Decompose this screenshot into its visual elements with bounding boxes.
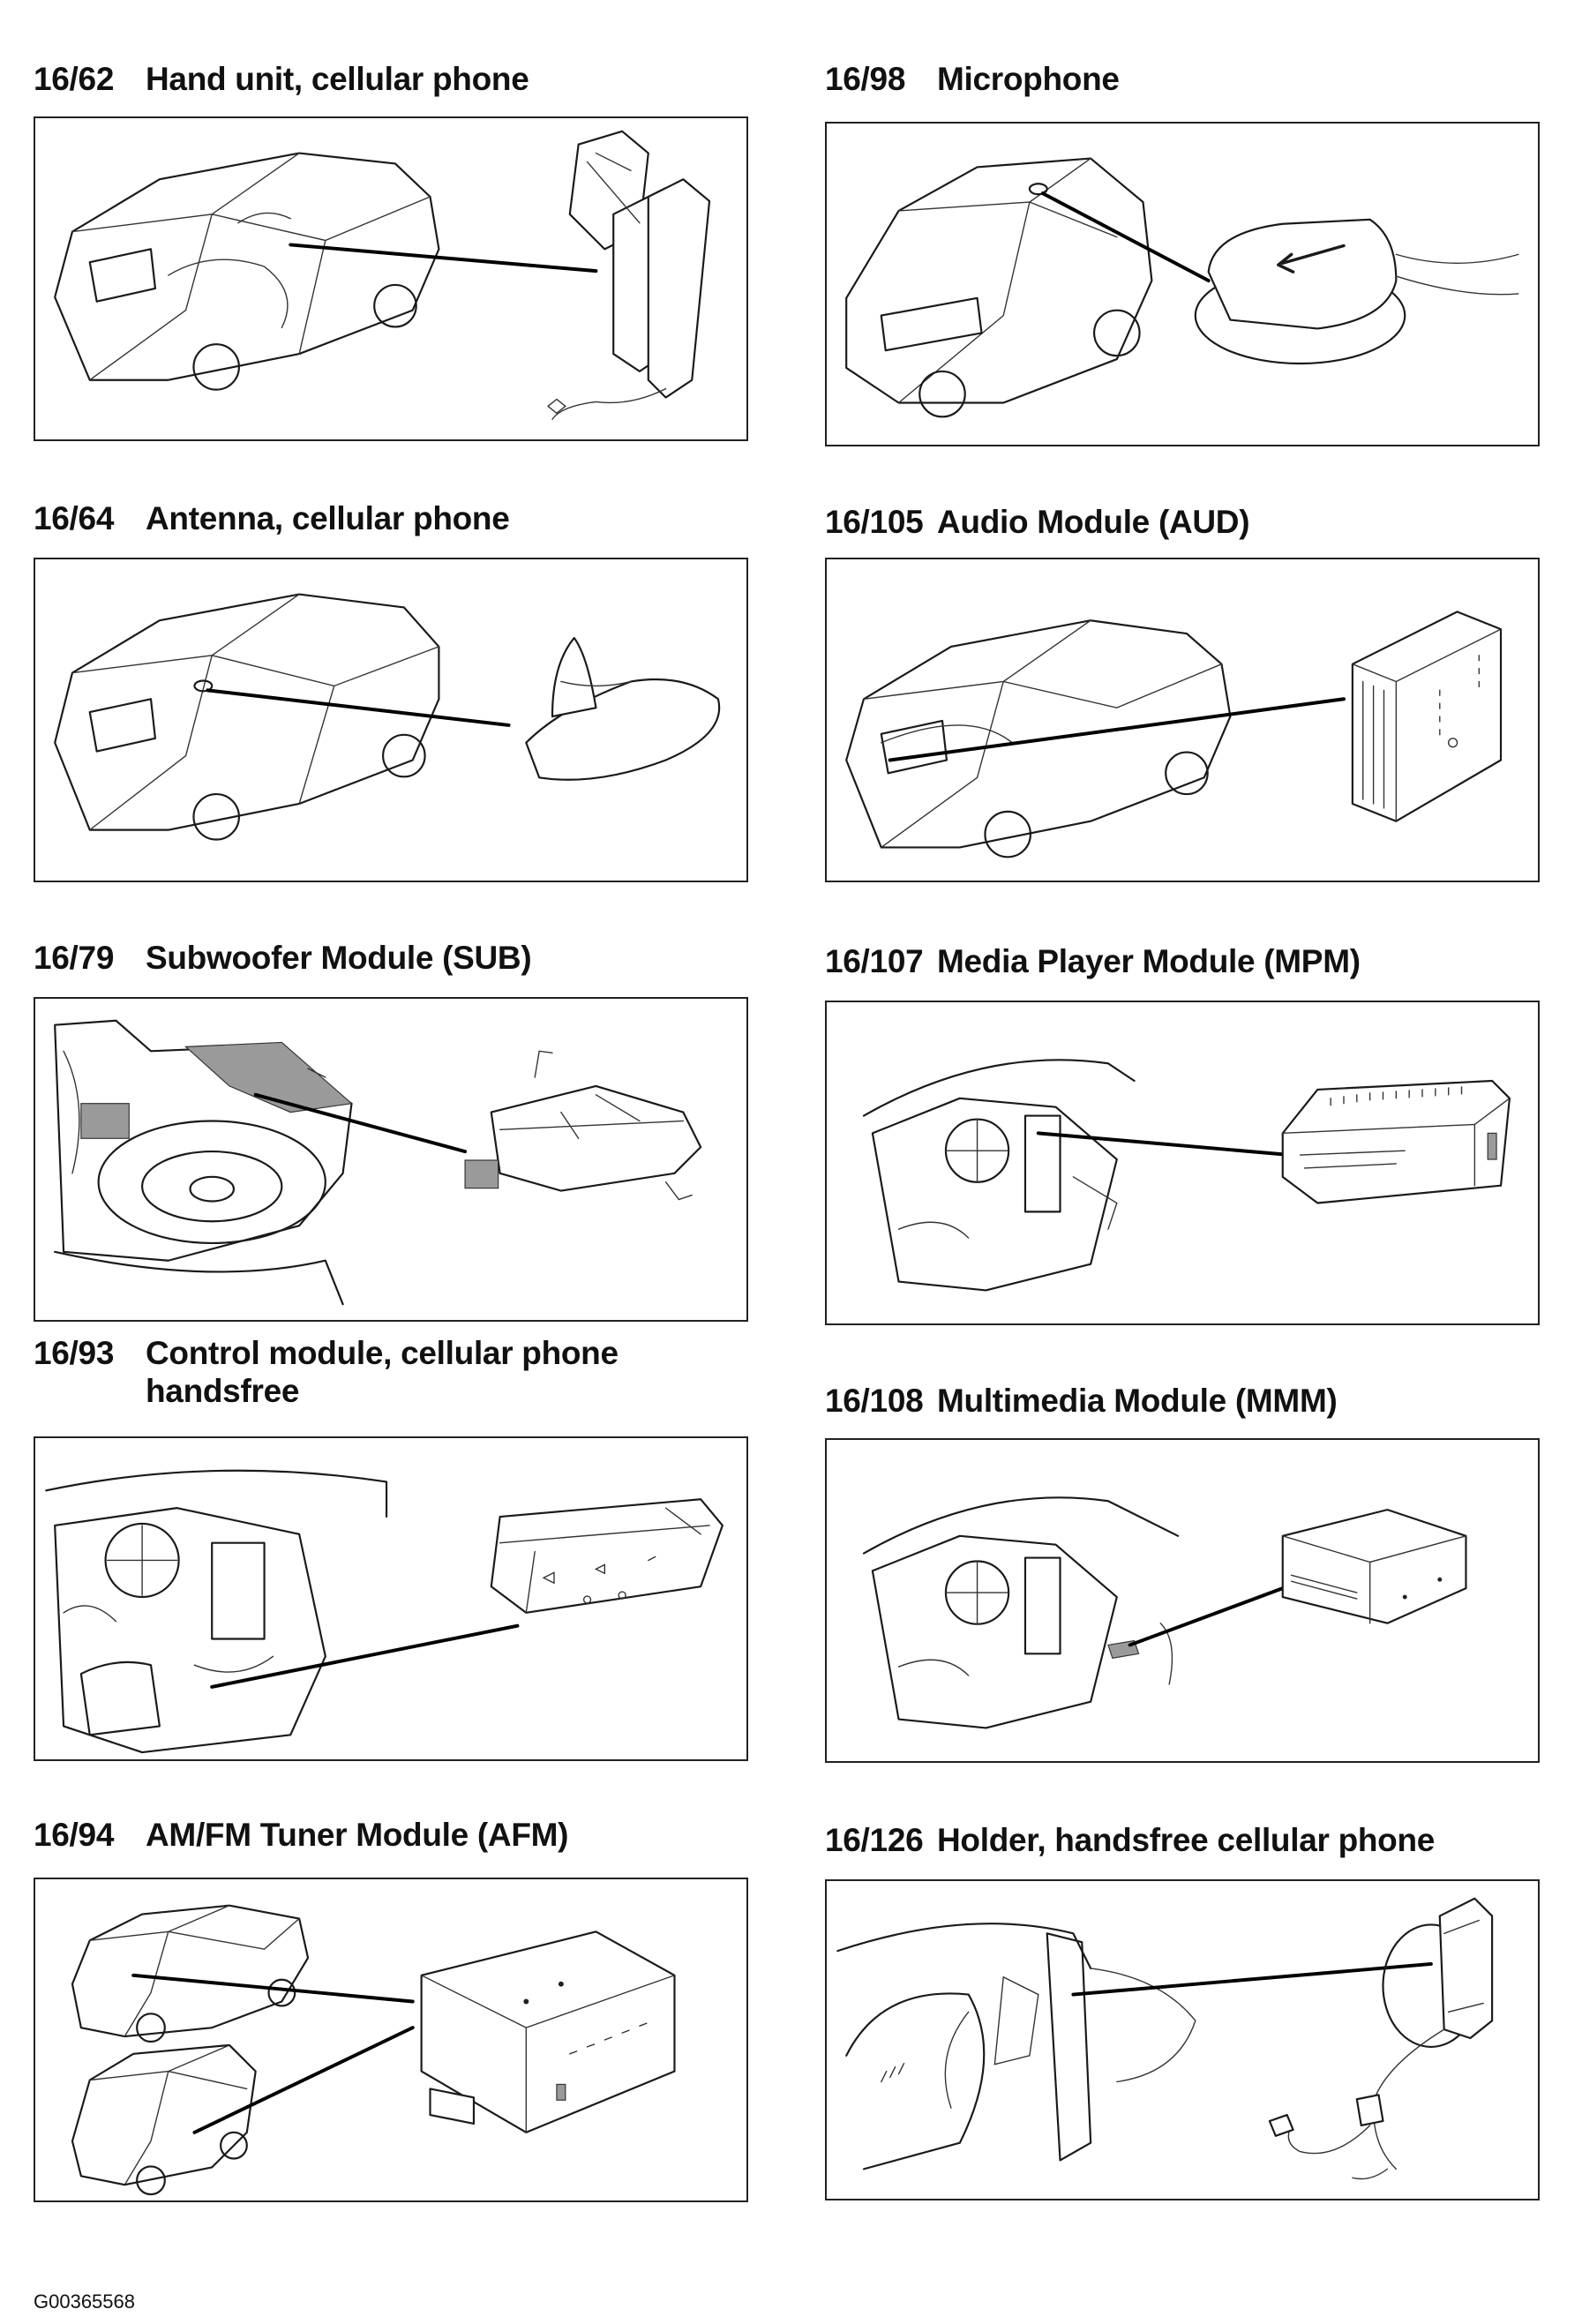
car-front-outline bbox=[845, 157, 1153, 418]
panel-label: Holder, handsfree cellular phone bbox=[937, 1822, 1436, 1858]
panel-code: 16/93 bbox=[34, 1335, 115, 1371]
leader-line bbox=[206, 688, 511, 727]
panel-title: 16/108 Multimedia Module (MMM) bbox=[825, 1382, 1338, 1420]
antenna-part bbox=[525, 636, 721, 781]
panel-code: 16/108 bbox=[825, 1383, 924, 1419]
wagon-outline bbox=[71, 2043, 257, 2196]
car-with-antenna-illustration bbox=[54, 593, 721, 841]
interior-with-phone-holder-illustration bbox=[836, 1897, 1494, 2180]
panel-holder-handsfree: 16/126 Holder, handsfree cellular phone bbox=[825, 1821, 1540, 2262]
panel-title: 16/98 Microphone bbox=[825, 60, 1120, 98]
panel-media-player-module: 16/107 Media Player Module (MPM) bbox=[825, 942, 1540, 1331]
panel-label: Hand unit, cellular phone bbox=[146, 61, 529, 97]
illustration-frame bbox=[34, 558, 748, 882]
car-with-hand-unit-illustration bbox=[54, 130, 711, 420]
panel-code: 16/126 bbox=[825, 1822, 924, 1858]
leader-line bbox=[289, 243, 598, 274]
illustration-frame bbox=[825, 558, 1540, 882]
panel-title: 16/62 Hand unit, cellular phone bbox=[34, 60, 529, 98]
leader-line bbox=[1036, 1131, 1293, 1158]
cars-with-tuner-module-illustration bbox=[71, 1904, 676, 2196]
car-outline bbox=[845, 619, 1232, 858]
microphone-part bbox=[1194, 218, 1519, 365]
panel-multimedia-module: 16/108 Multimedia Module (MMM) bbox=[825, 1382, 1540, 1770]
car-outline bbox=[54, 593, 440, 841]
illustration-frame bbox=[825, 122, 1540, 446]
panel-antenna: 16/64 Antenna, cellular phone bbox=[34, 499, 748, 888]
leader-line bbox=[210, 1623, 520, 1689]
dashboard-with-multimedia-module-illustration bbox=[862, 1496, 1467, 1729]
phone-holder-part bbox=[1268, 1897, 1494, 2180]
illustration-frame bbox=[34, 1878, 748, 2202]
leader-line bbox=[1071, 1961, 1433, 1997]
illustration-frame bbox=[825, 1001, 1540, 1325]
car-outline bbox=[54, 152, 440, 391]
panel-code: 16/98 bbox=[825, 61, 906, 97]
leader-line bbox=[253, 1092, 468, 1154]
leader-line bbox=[1128, 1586, 1285, 1647]
panel-code: 16/62 bbox=[34, 61, 115, 97]
panel-label: Subwoofer Module (SUB) bbox=[146, 940, 532, 976]
sedan-outline bbox=[71, 1904, 310, 2043]
leader-line bbox=[888, 697, 1346, 762]
trunk-with-subwoofer-illustration bbox=[54, 1019, 702, 1306]
illustration-frame bbox=[825, 1879, 1540, 2200]
panel-audio-module: 16/105 Audio Module (AUD) bbox=[825, 503, 1540, 891]
panel-tuner-module: 16/94 AM/FM Tuner Module (AFM) bbox=[34, 1816, 748, 2257]
panel-title: 16/94 AM/FM Tuner Module (AFM) bbox=[34, 1816, 568, 1854]
dashboard-outline bbox=[862, 1059, 1136, 1292]
panel-label: AM/FM Tuner Module (AFM) bbox=[146, 1817, 569, 1853]
interior-with-control-module-illustration bbox=[45, 1469, 724, 1754]
panel-label: Antenna, cellular phone bbox=[146, 500, 510, 536]
panel-subwoofer: 16/79 Subwoofer Module (SUB) bbox=[34, 939, 748, 1327]
leader-line-wagon bbox=[192, 2026, 415, 2134]
hand-unit-part bbox=[546, 130, 711, 420]
illustration-frame bbox=[34, 116, 748, 441]
figure-id: G00365568 bbox=[34, 2290, 135, 2313]
panel-label-line2: handsfree bbox=[146, 1373, 300, 1409]
panel-code: 16/105 bbox=[825, 504, 924, 540]
subwoofer-module-part bbox=[464, 1050, 702, 1201]
panel-label: Multimedia Module (MMM) bbox=[937, 1383, 1338, 1419]
panel-code: 16/64 bbox=[34, 500, 115, 536]
illustration-frame bbox=[34, 1436, 748, 1761]
media-player-module-part bbox=[1281, 1079, 1511, 1204]
multimedia-module-part bbox=[1281, 1509, 1467, 1624]
cockpit-outline bbox=[836, 1923, 1196, 2170]
panel-title: 16/105 Audio Module (AUD) bbox=[825, 503, 1250, 541]
leader-line-sedan bbox=[131, 1973, 415, 2004]
panel-hand-unit: 16/62 Hand unit, cellular phone bbox=[34, 60, 748, 448]
car-with-microphone-illustration bbox=[845, 157, 1519, 418]
panel-microphone: 16/98 Microphone bbox=[825, 60, 1540, 448]
audio-module-part bbox=[1351, 611, 1503, 822]
control-module-part bbox=[490, 1498, 724, 1614]
panel-title: 16/64 Antenna, cellular phone bbox=[34, 499, 510, 537]
leader-line bbox=[1040, 191, 1211, 283]
tuner-module-part bbox=[420, 1930, 676, 2133]
panel-title: 16/126 Holder, handsfree cellular phone bbox=[825, 1821, 1435, 1859]
dashboard-with-media-player-illustration bbox=[862, 1059, 1511, 1292]
panel-title: 16/107 Media Player Module (MPM) bbox=[825, 942, 1361, 980]
interior-outline bbox=[45, 1469, 388, 1754]
panel-title: 16/79 Subwoofer Module (SUB) bbox=[34, 939, 532, 977]
panel-label: Media Player Module (MPM) bbox=[937, 943, 1361, 979]
panel-label: Control module, cellular phone bbox=[146, 1335, 619, 1371]
panel-label: Microphone bbox=[937, 61, 1120, 97]
panel-code: 16/107 bbox=[825, 943, 924, 979]
trunk-outline bbox=[54, 1019, 353, 1306]
car-with-audio-module-illustration bbox=[845, 611, 1503, 858]
panel-code: 16/94 bbox=[34, 1817, 115, 1853]
illustration-frame bbox=[825, 1438, 1540, 1763]
illustration-frame bbox=[34, 997, 748, 1322]
panel-label: Audio Module (AUD) bbox=[937, 504, 1250, 540]
panel-code: 16/79 bbox=[34, 940, 115, 976]
dashboard-outline bbox=[862, 1496, 1180, 1729]
